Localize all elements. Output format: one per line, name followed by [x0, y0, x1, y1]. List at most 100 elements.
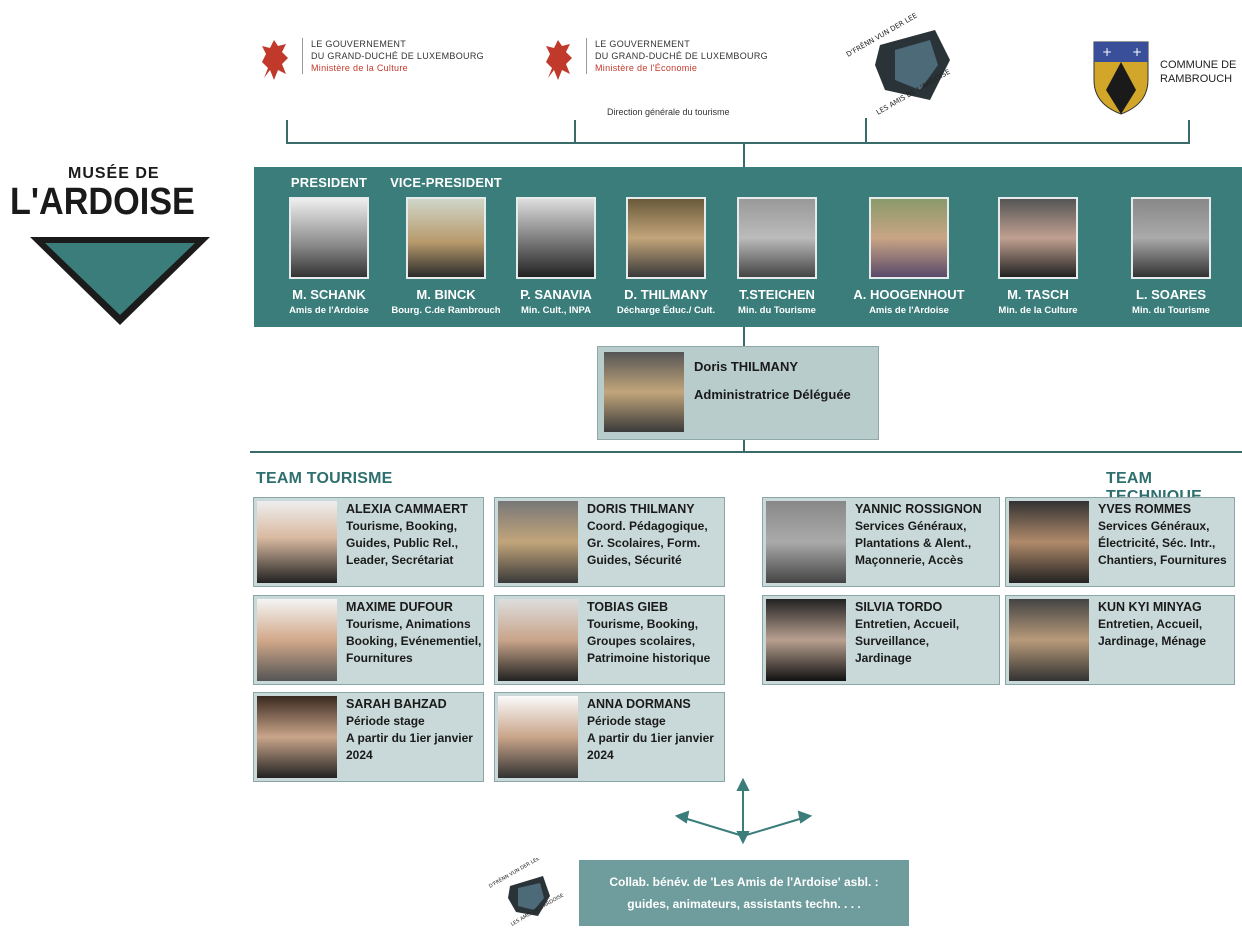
commune-line2: RAMBROUCH [1160, 73, 1233, 85]
member-desc: Entretien, Accueil, Surveillance, Jardin… [855, 617, 960, 665]
team-member-card: YVES ROMMES Services Généraux, Électrici… [1005, 497, 1235, 587]
team-member-card: DORIS THILMANY Coord. Pédagogique, Gr. S… [494, 497, 725, 587]
person-photo-icon [626, 197, 706, 279]
person-photo-icon [737, 197, 817, 279]
person-photo-icon [604, 352, 684, 432]
slate-rock-logo-icon: D'FRËNN VUN DER LEE LES AMIS DE L'ARDOIS… [845, 11, 952, 117]
board-affiliation: Min. Cult., INPA [520, 305, 591, 316]
team-member-card: MAXIME DUFOUR Tourisme, Animations Booki… [253, 595, 484, 685]
member-desc: Tourisme, Animations Booking, Evénementi… [346, 617, 482, 665]
museum-logo-line1: MUSÉE DE [68, 165, 160, 182]
person-photo-icon [869, 197, 949, 279]
sponsor-gov1: LE GOUVERNEMENT [595, 39, 691, 49]
board-affiliation: Min. du Tourisme [738, 305, 816, 316]
board-name: P. SANAVIA [520, 287, 592, 302]
museum-logo-line2: L'ARDOISE [10, 181, 195, 223]
person-photo-icon [1009, 501, 1089, 583]
board-affiliation: Bourg. C.de Rambrouch [391, 305, 501, 316]
team-member-card: ALEXIA CAMMAERT Tourisme, Booking, Guide… [253, 497, 484, 587]
member-name: MAXIME DUFOUR [346, 600, 453, 614]
commune-shield-icon: + + [1093, 41, 1149, 115]
board-role: PRESIDENT [290, 175, 368, 190]
member-desc: Tourisme, Booking, Guides, Public Rel., … [346, 519, 459, 567]
collab-line1: Collab. bénév. de 'Les Amis de l'Ardoise… [609, 875, 879, 889]
commune-line1: COMMUNE DE [1160, 59, 1237, 71]
board-affiliation: Décharge Éduc./ Cult. [616, 305, 716, 316]
board-name: M. SCHANK [292, 287, 366, 302]
museum-logo: MUSÉE DE L'ARDOISE [10, 165, 230, 330]
sponsor-gov2: DU GRAND-DUCHÉ DE LUXEMBOURG [595, 51, 768, 61]
person-photo-icon [1131, 197, 1211, 279]
person-photo-icon [998, 197, 1078, 279]
lion-crest-icon [262, 40, 288, 80]
person-photo-icon [289, 197, 369, 279]
person-photo-icon [766, 599, 846, 681]
person-photo-icon [257, 599, 337, 681]
sponsor-ministry: Ministère de la Culture [311, 63, 408, 73]
person-photo-icon [766, 501, 846, 583]
board-name: L. SOARES [1135, 287, 1207, 302]
person-photo-icon [406, 197, 486, 279]
collab-line2: guides, animateurs, assistants techn. . … [627, 897, 861, 911]
member-name: YVES ROMMES [1098, 502, 1192, 516]
board-name: M. TASCH [1007, 287, 1069, 302]
member-name: ANNA DORMANS [587, 697, 691, 711]
collab-box: Collab. bénév. de 'Les Amis de l'Ardoise… [579, 860, 909, 926]
board-affiliation: Min. du Tourisme [1132, 305, 1210, 316]
person-photo-icon [498, 501, 578, 583]
board-name: A. HOOGENHOUT [853, 287, 965, 302]
member-desc: Période stage A partir du 1ier janvier 2… [587, 714, 714, 762]
admin-title: Administratrice Déléguée [694, 387, 851, 402]
member-desc: Période stage A partir du 1ier janvier 2… [346, 714, 473, 762]
team-member-card: TOBIAS GIEB Tourisme, Booking, Groupes s… [494, 595, 725, 685]
board-affiliation: Min. de la Culture [998, 305, 1078, 316]
team-member-card: SILVIA TORDO Entretien, Accueil, Surveil… [762, 595, 1000, 685]
commune-logo: + + COMMUNE DE RAMBROUCH [1092, 40, 1236, 121]
board-role: VICE-PRESIDENT [390, 175, 502, 190]
slate-triangle-icon [30, 237, 210, 325]
member-desc: Services Généraux, Plantations & Alent.,… [855, 519, 972, 567]
svg-text:+: + [1102, 45, 1112, 59]
amis-logo-small: D'FRËNN VUN DER LEE LES AMIS DE L'ARDOIS… [488, 855, 573, 928]
member-desc: Services Généraux, Électricité, Séc. Int… [1098, 519, 1227, 567]
team-member-card: KUN KYI MINYAG Entretien, Accueil, Jardi… [1005, 595, 1235, 685]
board-affiliation: Amis de l'Ardoise [869, 305, 949, 316]
admin-box: Doris THILMANY Administratrice Déléguée [597, 346, 879, 440]
person-photo-icon [257, 501, 337, 583]
member-name: KUN KYI MINYAG [1098, 600, 1202, 614]
person-photo-icon [516, 197, 596, 279]
team-member-card: YANNIC ROSSIGNON Services Généraux, Plan… [762, 497, 1000, 587]
board-name: T.STEICHEN [739, 287, 815, 302]
member-desc: Entretien, Accueil, Jardinage, Ménage [1098, 617, 1207, 648]
member-name: TOBIAS GIEB [587, 600, 669, 614]
svg-text:+: + [1132, 45, 1142, 59]
member-name: ALEXIA CAMMAERT [346, 502, 468, 516]
member-name: SARAH BAHZAD [346, 697, 447, 711]
sponsor-gov2: DU GRAND-DUCHÉ DE LUXEMBOURG [311, 51, 484, 61]
board-name: D. THILMANY [624, 287, 708, 302]
member-name: DORIS THILMANY [587, 502, 695, 516]
sponsor-ministere-economie: LE GOUVERNEMENT DU GRAND-DUCHÉ DE LUXEMB… [540, 38, 768, 82]
lion-crest-icon [546, 40, 572, 80]
amis-logo: D'FRËNN VUN DER LEE LES AMIS DE L'ARDOIS… [840, 5, 980, 117]
sponsor-gov1: LE GOUVERNEMENT [311, 39, 407, 49]
slate-rock-logo-icon: D'FRËNN VUN DER LEE LES AMIS DE L'ARDOIS… [488, 855, 565, 928]
person-photo-icon [257, 696, 337, 778]
member-desc: Coord. Pédagogique, Gr. Scolaires, Form.… [587, 519, 708, 567]
board-affiliation: Amis de l'Ardoise [289, 305, 369, 316]
member-name: YANNIC ROSSIGNON [855, 502, 982, 516]
person-photo-icon [498, 599, 578, 681]
sponsor-extra: Direction générale du tourisme [607, 107, 730, 117]
person-photo-icon [498, 696, 578, 778]
member-desc: Tourisme, Booking, Groupes scolaires, Pa… [587, 617, 711, 665]
team-tourisme-title: TEAM TOURISME [256, 470, 393, 487]
member-name: SILVIA TORDO [855, 600, 943, 614]
admin-name: Doris THILMANY [694, 359, 798, 374]
team-member-card: ANNA DORMANS Période stage A partir du 1… [494, 692, 725, 782]
team-member-card: SARAH BAHZAD Période stage A partir du 1… [253, 692, 484, 782]
arrow-icon [674, 777, 813, 845]
sponsor-ministere-culture: LE GOUVERNEMENT DU GRAND-DUCHÉ DE LUXEMB… [256, 38, 484, 82]
sponsor-ministry: Ministère de l'Économie [595, 63, 698, 73]
person-photo-icon [1009, 599, 1089, 681]
